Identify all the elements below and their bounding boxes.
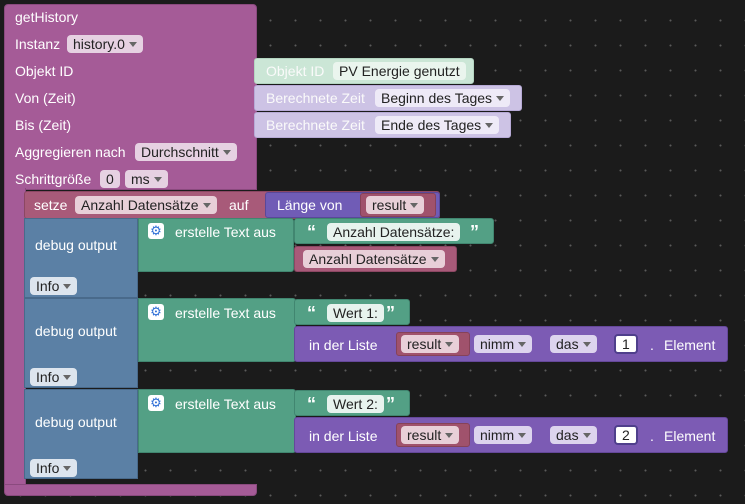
gear-icon[interactable]: ⚙	[148, 395, 164, 411]
text-join-block-3[interactable]	[138, 389, 296, 453]
debug-output-label-1: debug output	[35, 237, 117, 253]
laenge-von-label: Länge von	[277, 197, 343, 213]
element-label-2: Element	[664, 337, 716, 353]
text-join-label-2: erstelle Text aus	[175, 305, 276, 321]
gear-icon[interactable]: ⚙	[148, 223, 164, 239]
auf-label: auf	[229, 197, 249, 213]
debug-level-dropdown-1[interactable]: Info	[30, 277, 78, 295]
quote-open-icon: “	[307, 303, 316, 323]
quote-close-icon: ”	[386, 303, 395, 323]
objekt-id-label: Objekt ID	[15, 63, 74, 79]
bis-zeit-dropdown[interactable]: Ende des Tages	[375, 116, 500, 134]
von-zeit-dropdown[interactable]: Beginn des Tages	[375, 89, 511, 107]
objekt-id-block-label: Objekt ID	[266, 63, 325, 79]
setze-label: setze	[34, 197, 68, 213]
schrittgroesse-label: Schrittgröße	[15, 171, 92, 187]
gethistory-block-left-arm[interactable]	[4, 188, 26, 486]
nimm-dropdown-2[interactable]: nimm	[474, 335, 533, 353]
string-value-3[interactable]: Wert 2:	[327, 395, 384, 413]
text-join-block-2[interactable]	[138, 298, 296, 362]
debug-output-label-2: debug output	[35, 323, 117, 339]
nimm-dropdown-3[interactable]: nimm	[474, 426, 533, 444]
dot-label-3: .	[650, 428, 654, 444]
string-value-1[interactable]: Anzahl Datensätze:	[327, 223, 461, 241]
index-input-2[interactable]: 1	[614, 334, 638, 354]
schrittgroesse-unit-dropdown[interactable]: ms	[125, 170, 168, 188]
variable-dropdown-1[interactable]: Anzahl Datensätze	[303, 250, 445, 268]
das-dropdown-2[interactable]: das	[550, 335, 597, 353]
gear-icon[interactable]: ⚙	[148, 304, 164, 320]
string-value-2[interactable]: Wert 1:	[327, 304, 384, 322]
bis-label: Bis (Zeit)	[15, 117, 71, 133]
debug-level-dropdown-3[interactable]: Info	[30, 459, 78, 477]
von-zeit-block-label: Berechnete Zeit	[266, 90, 365, 106]
index-input-3[interactable]: 2	[614, 425, 638, 445]
objekt-id-value-field[interactable]: PV Energie genutzt	[333, 62, 466, 80]
list-get-block-2[interactable]	[294, 326, 728, 362]
dot-label-2: .	[650, 337, 654, 353]
instanz-dropdown[interactable]: history.0	[67, 35, 143, 53]
gethistory-title: getHistory	[15, 9, 79, 25]
instanz-label: Instanz	[15, 36, 61, 52]
gethistory-block-bottom[interactable]	[4, 484, 257, 496]
quote-close-icon: ”	[386, 394, 395, 414]
list-var-dropdown-2[interactable]: result	[401, 335, 460, 353]
aggregieren-label: Aggregieren nach	[15, 144, 126, 160]
laenge-result-dropdown[interactable]: result	[366, 196, 425, 214]
setze-variable-dropdown[interactable]: Anzahl Datensätze	[75, 196, 217, 214]
bis-zeit-block-label: Berechnete Zeit	[266, 117, 365, 133]
das-dropdown-3[interactable]: das	[550, 426, 597, 444]
list-label-2: in der Liste	[309, 337, 378, 353]
element-label-3: Element	[664, 428, 716, 444]
debug-output-label-3: debug output	[35, 414, 117, 430]
text-join-block-1[interactable]	[138, 218, 294, 272]
debug-level-dropdown-2[interactable]: Info	[30, 368, 78, 386]
quote-open-icon: “	[307, 394, 316, 414]
aggregieren-dropdown[interactable]: Durchschnitt	[135, 143, 237, 161]
text-join-label-3: erstelle Text aus	[175, 396, 276, 412]
schrittgroesse-input[interactable]: 0	[100, 170, 120, 188]
quote-close-icon: ”	[470, 222, 479, 242]
list-var-dropdown-3[interactable]: result	[401, 426, 460, 444]
quote-open-icon: “	[307, 222, 316, 242]
text-join-label-1: erstelle Text aus	[175, 224, 276, 240]
list-label-3: in der Liste	[309, 428, 378, 444]
von-label: Von (Zeit)	[15, 90, 76, 106]
